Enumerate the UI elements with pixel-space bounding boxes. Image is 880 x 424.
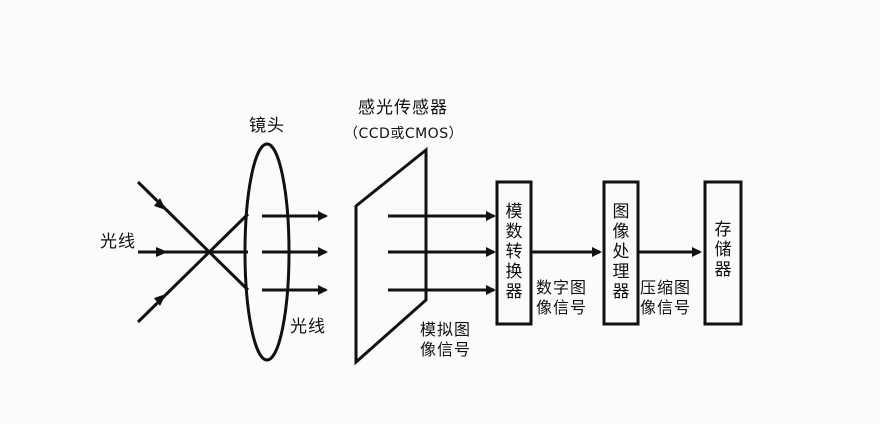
label-storage: 存储器 — [714, 220, 732, 280]
label-light-out: 光线 — [290, 317, 326, 337]
label-digital-signal-line2: 像信号 — [536, 298, 588, 317]
incoming-arrow-bottom — [154, 294, 166, 306]
label-analog-signal-line1: 模拟图 — [420, 320, 472, 339]
incoming-ray-bottom — [136, 212, 250, 324]
storage-box — [703, 180, 743, 326]
incoming-arrow-top — [154, 198, 166, 210]
sensor-shape — [354, 146, 428, 366]
label-analog-signal-line2: 像信号 — [420, 340, 472, 359]
label-digital-signal: 数字图 像信号 — [536, 278, 587, 318]
label-analog-signal: 模拟图 像信号 — [420, 320, 471, 360]
label-adc: 模数转换器 — [505, 202, 523, 302]
label-digital-signal-line1: 数字图 — [536, 278, 588, 297]
label-light-in: 光线 — [100, 232, 136, 252]
label-compressed-signal: 压缩图 像信号 — [640, 278, 691, 318]
label-sensor-title: 感光传感器 — [358, 98, 448, 118]
label-isp: 图像处理器 — [612, 202, 630, 302]
incoming-ray-top — [136, 180, 250, 292]
label-compressed-signal-line1: 压缩图 — [640, 278, 692, 297]
label-lens: 镜头 — [249, 116, 285, 136]
label-sensor-sub: （CCD或CMOS） — [344, 126, 464, 142]
incoming-arrow-middle — [156, 247, 168, 257]
label-compressed-signal-line2: 像信号 — [640, 298, 692, 317]
